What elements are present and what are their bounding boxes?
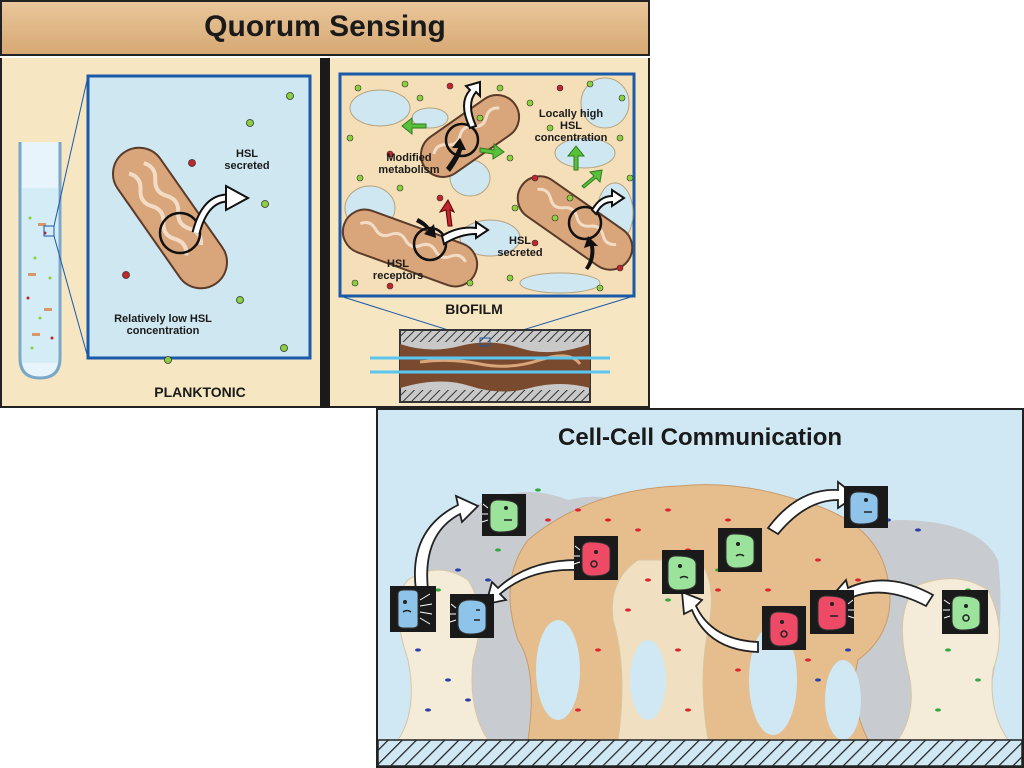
biofilm-hsl-receptors-label: HSL receptors: [372, 258, 424, 283]
communication-illustration: [377, 480, 1023, 767]
planktonic-hsl-secreted-label: HSL secreted: [224, 148, 270, 173]
cell-red-lower-right: [810, 590, 855, 634]
planktonic-hsl-molecules: [122, 92, 294, 364]
biofilm-label: BIOFILM: [445, 301, 503, 317]
cell-blue-mid: [449, 594, 494, 638]
cell-blue-top-right: [844, 486, 888, 528]
cell-blue-left: [390, 586, 436, 632]
cell-red-center-left: [573, 536, 618, 580]
biofilm-hsl-molecules: [346, 80, 634, 292]
biofilm-hsl-secreted-label: HSL secreted: [497, 235, 543, 260]
planktonic-label: PLANKTONIC: [154, 384, 246, 400]
cell-green-center-right: [718, 528, 762, 572]
quorum-title: Quorum Sensing: [204, 10, 446, 43]
biofilm-bacterium-right: [516, 175, 634, 271]
cell-green-right: [942, 590, 988, 634]
substrate-surface: [377, 739, 1023, 767]
cell-green-top-left: [481, 494, 526, 536]
communication-arrows: [414, 480, 935, 653]
biofilm-illustration: [338, 72, 636, 403]
cell-green-center: [662, 550, 704, 594]
cell-red-lower-center: [762, 606, 806, 650]
communication-title: Cell-Cell Communication: [557, 424, 843, 451]
planktonic-low-concentration-label: Relatively low HSL concentration: [114, 313, 212, 338]
biofilm-locally-high-label: Locally high HSL concentration: [534, 108, 608, 145]
panel-divider: [320, 58, 330, 408]
biofilm-modified-metabolism-label: Modified metabolism: [378, 152, 440, 177]
quorum-title-bar: [0, 0, 650, 56]
biofilm-bacterium-left: [341, 208, 479, 288]
pipe-cross-section: [370, 329, 610, 403]
biofilm-bacterium-top: [419, 94, 521, 178]
planktonic-bacterium: [112, 146, 228, 290]
planktonic-illustration: [18, 74, 312, 380]
test-tube: [18, 75, 89, 380]
